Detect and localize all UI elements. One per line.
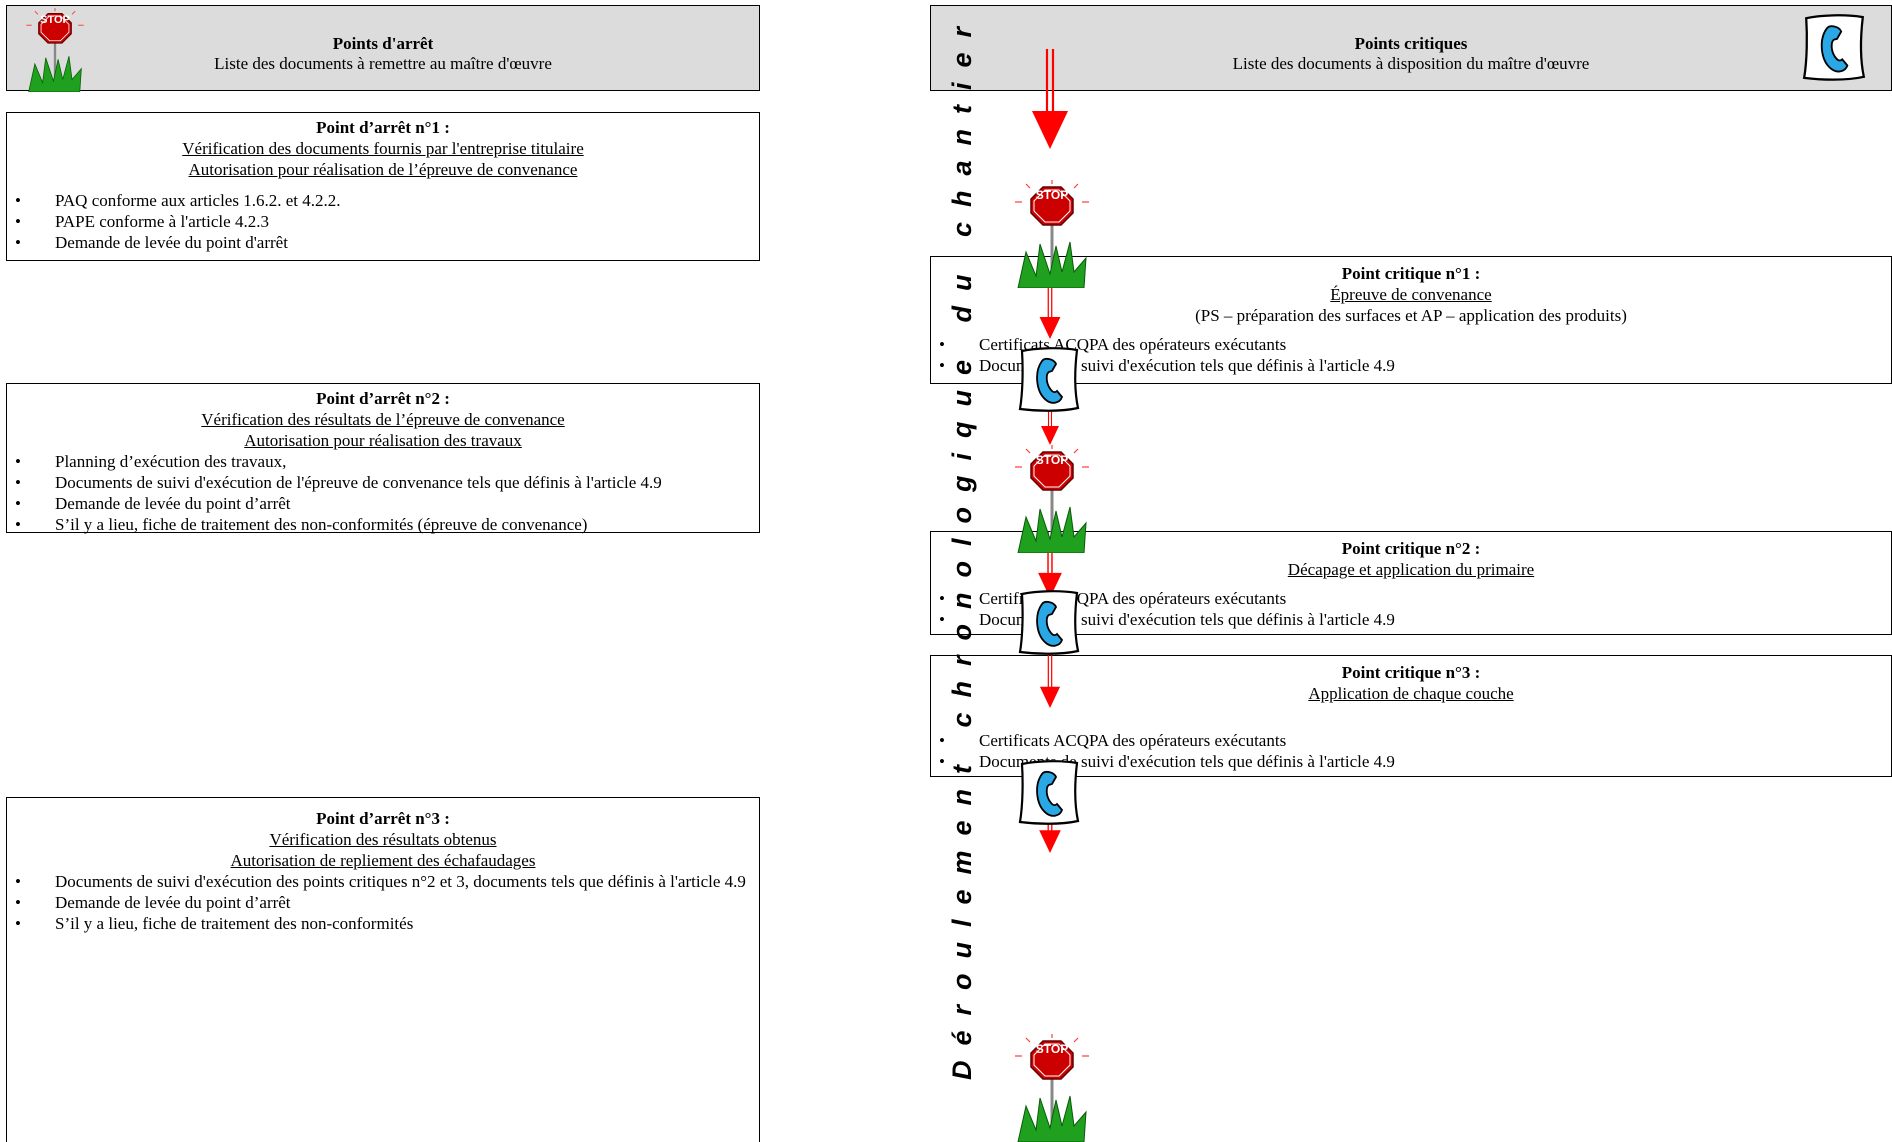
- list-item: S’il y a lieu, fiche de traitement des n…: [7, 514, 751, 535]
- point-arret-3-list: Documents de suivi d'exécution des point…: [7, 871, 759, 934]
- down-arrow-icon: [1030, 47, 1070, 151]
- point-arret-2-title: Point d’arrêt n°2 :: [316, 389, 450, 408]
- point-arret-2-line-2: Autorisation pour réalisation des travau…: [244, 431, 522, 450]
- point-critique-3-title: Point critique n°3 :: [1341, 663, 1481, 682]
- point-arret-1-line-2: Autorisation pour réalisation de l’épreu…: [188, 160, 578, 179]
- list-item: Documents de suivi d'exécution tels que …: [931, 355, 1883, 376]
- point-arret-1: Point d’arrêt n°1 : Vérification des doc…: [6, 112, 760, 261]
- list-item: S’il y a lieu, fiche de traitement des n…: [7, 913, 751, 934]
- list-item: Planning d’exécution des travaux,: [7, 451, 751, 472]
- point-critique-3: Point critique n°3 : Application de chaq…: [930, 655, 1892, 777]
- header-points-arret-title: Points d'arrêt: [332, 34, 434, 53]
- point-arret-2-list: Planning d’exécution des travaux, Docume…: [7, 451, 759, 535]
- list-item: Documents de suivi d'exécution des point…: [7, 871, 751, 892]
- point-arret-3-line-2: Autorisation de repliement des échafauda…: [230, 851, 536, 870]
- list-item: Demande de levée du point d’arrêt: [7, 892, 751, 913]
- point-critique-1-title: Point critique n°1 :: [1341, 264, 1481, 283]
- point-arret-2: Point d’arrêt n°2 : Vérification des rés…: [6, 383, 760, 535]
- point-critique-2-title: Point critique n°2 :: [1341, 539, 1481, 558]
- list-item: Documents de suivi d'exécution tels que …: [931, 751, 1883, 772]
- phone-icon: [1014, 588, 1084, 658]
- list-item: Demande de levée du point d’arrêt: [7, 493, 751, 514]
- down-arrow-icon: [1038, 281, 1062, 339]
- point-arret-1-title: Point d’arrêt n°1 :: [316, 118, 450, 137]
- list-item: PAQ conforme aux articles 1.6.2. et 4.2.…: [7, 190, 751, 211]
- header-points-critiques-title: Points critiques: [1354, 34, 1468, 53]
- list-item: Documents de suivi d'exécution de l'épre…: [7, 472, 751, 493]
- phone-icon: [1014, 345, 1084, 415]
- stop-sign-label: STOP: [1035, 453, 1069, 467]
- stop-sign-label: STOP: [1035, 1042, 1069, 1056]
- phone-icon: [1798, 12, 1870, 84]
- list-item: PAPE conforme à l'article 4.2.3: [7, 211, 751, 232]
- down-arrow-icon: [1038, 652, 1062, 708]
- point-arret-3-title: Point d’arrêt n°3 :: [316, 809, 450, 828]
- point-arret-1-line-1: Vérification des documents fournis par l…: [182, 139, 584, 158]
- header-points-arret: Points d'arrêt Liste des documents à rem…: [6, 5, 760, 91]
- list-item: Documents de suivi d'exécution tels que …: [931, 609, 1883, 630]
- point-critique-3-list: Certificats ACQPA des opérateurs exécuta…: [931, 730, 1891, 772]
- point-arret-3-line-1: Vérification des résultats obtenus: [269, 830, 497, 849]
- stop-sign-label: STOP: [1035, 188, 1069, 202]
- list-item: Certificats ACQPA des opérateurs exécuta…: [931, 730, 1883, 751]
- header-points-critiques: Points critiques Liste des documents à d…: [930, 5, 1892, 91]
- point-critique-1-line-1: Épreuve de convenance: [1330, 285, 1492, 304]
- point-critique-1-line-2: (PS – préparation des surfaces et AP – a…: [1195, 306, 1627, 325]
- phone-icon: [1014, 758, 1084, 828]
- header-points-critiques-subtitle: Liste des documents à disposition du maî…: [1232, 54, 1590, 73]
- point-critique-2-line-1: Décapage et application du primaire: [1287, 560, 1535, 579]
- stop-sign-label: STOP: [40, 14, 70, 26]
- timeline-label: Déroulement chronologique du chantier: [947, 11, 977, 1080]
- list-item: Demande de levée du point d'arrêt: [7, 232, 751, 253]
- header-points-arret-subtitle: Liste des documents à remettre au maître…: [214, 54, 552, 73]
- point-arret-2-line-1: Vérification des résultats de l’épreuve …: [201, 410, 565, 429]
- point-arret-1-list: PAQ conforme aux articles 1.6.2. et 4.2.…: [7, 190, 759, 253]
- point-critique-1: Point critique n°1 : Épreuve de convenan…: [930, 256, 1892, 384]
- point-critique-3-line-1: Application de chaque couche: [1308, 684, 1514, 703]
- point-arret-3: Point d’arrêt n°3 : Vérification des rés…: [6, 797, 760, 1142]
